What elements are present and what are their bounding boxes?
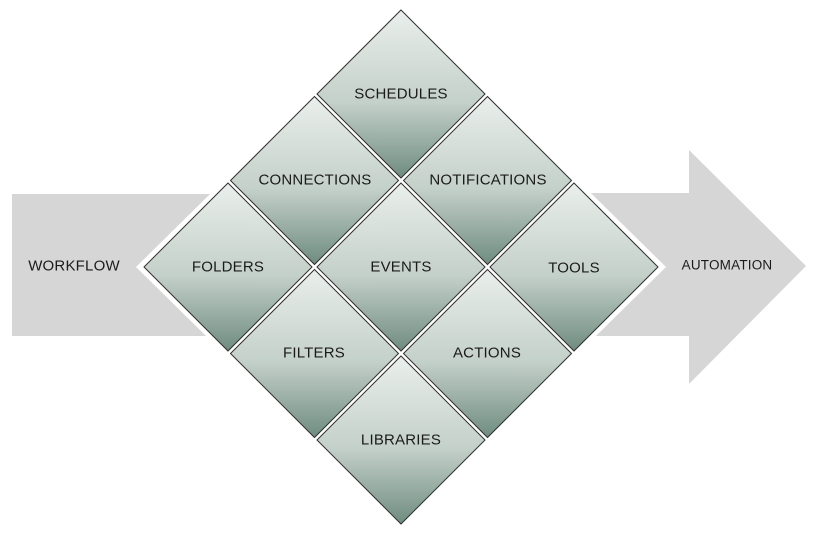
tile-connections — [229, 95, 400, 266]
tile-events — [316, 182, 486, 352]
workflow-arrow — [12, 194, 216, 336]
automation-arrow — [586, 150, 806, 384]
tile-libraries — [316, 355, 486, 525]
tile-schedules — [316, 9, 486, 179]
tile-actions — [402, 268, 573, 439]
tile-folders — [143, 182, 313, 352]
tile-tools — [489, 182, 659, 352]
tile-filters — [229, 268, 400, 439]
tile-notifications — [402, 95, 573, 266]
